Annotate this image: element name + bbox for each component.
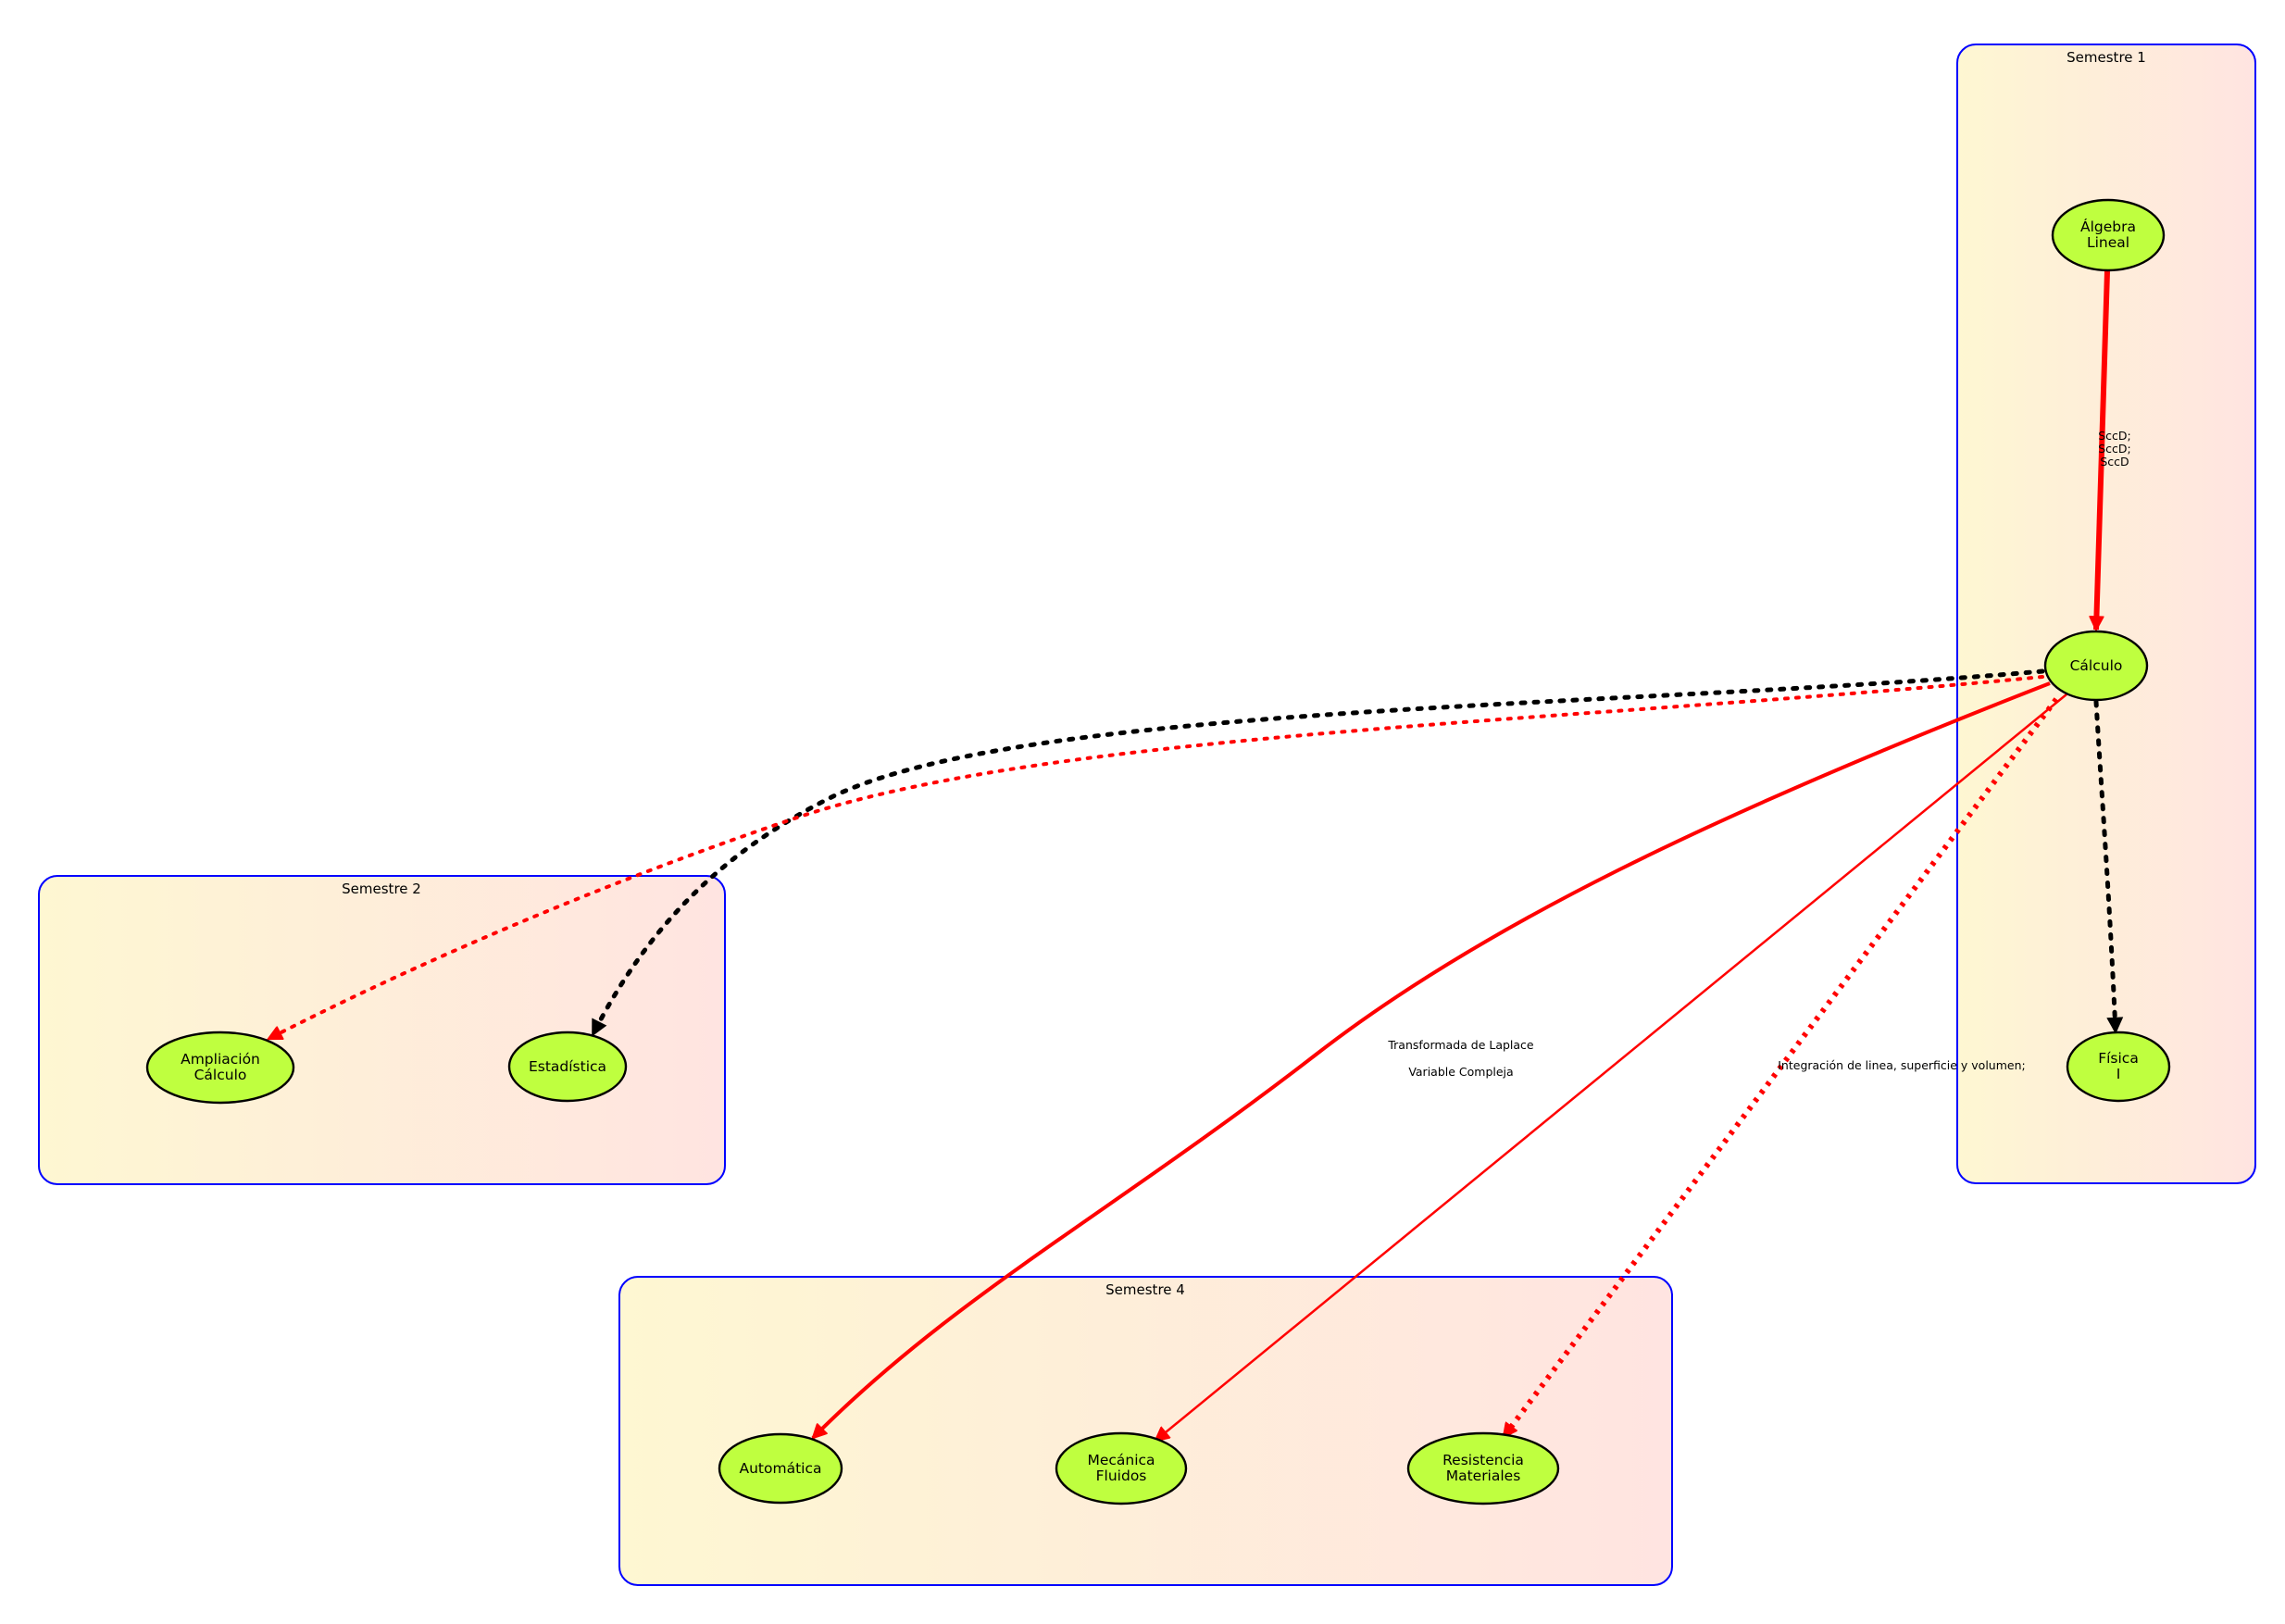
node-automatica[interactable]: Automática	[718, 1432, 843, 1505]
edge-label-calculo-mecanica: Variable Compleja	[1408, 1065, 1513, 1079]
edge-label-algebra-calculo-2: SccD;	[2098, 442, 2131, 456]
edge-calculo-resistencia	[1501, 697, 2059, 1437]
cluster-semestre-4-label: Semestre 4	[1105, 1281, 1185, 1298]
node-automatica-label: Automática	[740, 1460, 822, 1477]
edge-label-calculo-resistencia: Integración de linea, superficie y volum…	[1778, 1058, 2025, 1072]
cluster-semestre-4: Semestre 4	[618, 1276, 1673, 1586]
node-fisica-i-label-2: I	[2116, 1066, 2121, 1082]
cluster-semestre-2-label: Semestre 2	[342, 881, 421, 897]
edge-calculo-estadistica	[590, 668, 2045, 1038]
node-algebra-lineal-label-1: Álgebra	[2080, 218, 2136, 235]
node-fisica-i-label-1: Física	[2098, 1050, 2139, 1067]
cluster-semestre-1: Semestre 1	[1956, 44, 2256, 1184]
node-fisica-i[interactable]: Física I	[2066, 1031, 2171, 1103]
edges	[268, 270, 2124, 1441]
node-resistencia-materiales-label-2: Materiales	[1446, 1468, 1521, 1484]
edge-calculo-automatica	[813, 681, 2051, 1438]
node-estadistica-label: Estadística	[529, 1058, 606, 1075]
edge-label-algebra-calculo-1: SccD;	[2098, 429, 2131, 443]
cluster-semestre-1-box	[1956, 44, 2256, 1184]
node-algebra-lineal-label-2: Lineal	[2087, 234, 2129, 251]
cluster-semestre-1-label: Semestre 1	[2066, 49, 2146, 66]
edge-calculo-fisica	[2093, 699, 2124, 1035]
node-resistencia-materiales-label-1: Resistencia	[1442, 1452, 1524, 1468]
node-resistencia-materiales[interactable]: Resistencia Materiales	[1406, 1431, 1560, 1505]
edge-algebra-calculo	[2096, 270, 2110, 630]
node-ampliacion-calculo-label-2: Cálculo	[194, 1067, 247, 1083]
nodes: Álgebra Lineal Cálculo Física I Ampliaci…	[145, 198, 2171, 1505]
node-calculo-label: Cálculo	[2070, 657, 2123, 674]
cluster-semestre-2-box	[38, 875, 726, 1185]
cluster-semestre-2: Semestre 2	[38, 875, 726, 1185]
node-ampliacion-calculo[interactable]: Ampliación Cálculo	[145, 1031, 295, 1105]
edge-label-algebra-calculo-3: SccD	[2100, 455, 2129, 468]
node-mecanica-fluidos[interactable]: Mecánica Fluidos	[1055, 1431, 1188, 1505]
node-algebra-lineal[interactable]: Álgebra Lineal	[2051, 198, 2166, 272]
node-estadistica[interactable]: Estadística	[507, 1031, 628, 1103]
edge-calculo-mecanica	[1155, 693, 2067, 1441]
node-mecanica-fluidos-label-1: Mecánica	[1087, 1452, 1155, 1468]
edge-labels: SccD; SccD; SccD Transformada de Laplace…	[1387, 429, 2130, 1079]
node-mecanica-fluidos-label-2: Fluidos	[1096, 1468, 1147, 1484]
node-calculo[interactable]: Cálculo	[2043, 630, 2149, 702]
node-ampliacion-calculo-label-1: Ampliación	[181, 1051, 260, 1068]
edge-calculo-ampliacion	[268, 675, 2044, 1041]
edge-label-calculo-automatica: Transformada de Laplace	[1387, 1038, 1534, 1052]
cluster-semestre-4-box	[618, 1276, 1673, 1586]
